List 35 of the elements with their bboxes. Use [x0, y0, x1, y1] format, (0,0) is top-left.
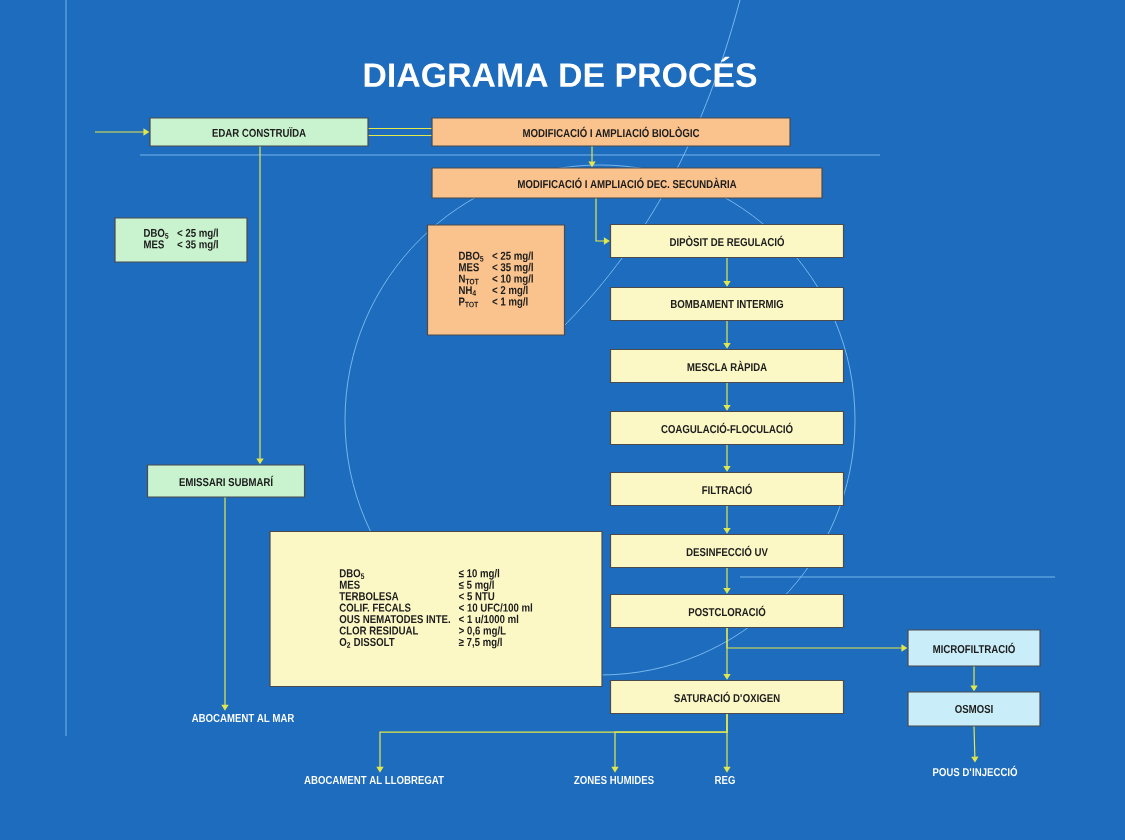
outlet-label: ZONES HUMIDES — [574, 775, 654, 785]
process-box: BOMBAMENT INTERMIG — [609, 286, 845, 322]
process-box: OSMOSI — [907, 691, 1041, 727]
arrow — [723, 444, 731, 472]
process-box: MESCLA RÀPIDA — [609, 348, 845, 384]
connector-line — [368, 127, 432, 130]
process-box: EDAR CONSTRUÏDA — [149, 117, 369, 147]
arrow — [723, 257, 731, 287]
quality-table: DBO$_{5}$ < 25 mg/l MES < 35 mg/l — [114, 217, 248, 263]
arrow — [723, 713, 731, 773]
quality-table: DBO$_{5}$ ≤ 10 mg/l MES ≤ 5 mg/l TERBOLESA < 5 NTU COLIF. FECALS < 10 UFC/100 ml OUS NEMATODES INTE. < 1 u/1000 ml CLOR RESIDUAL > 0,6 mg/L O$_{2}$ DISSOLT ≥ 7,5 mg/l — [269, 530, 603, 688]
arrow — [723, 320, 731, 349]
arrow — [723, 567, 731, 594]
process-box: MODIFICACIÓ I AMPLIACIÓ BIOLÒGIC — [431, 117, 791, 147]
process-box: FILTRACIÓ — [609, 471, 845, 507]
connector-line — [368, 134, 432, 137]
process-box: POSTCLORACIÓ — [609, 593, 845, 629]
arrow — [595, 198, 610, 245]
process-box: SATURACIÓ D'OXIGEN — [609, 679, 845, 715]
process-box: MODIFICACIÓ I AMPLIACIÓ DEC. SECUNDÀRIA — [431, 167, 823, 199]
process-box: DIPÒSIT DE REGULACIÓ — [609, 223, 845, 259]
process-box: MICROFILTRACIÓ — [907, 629, 1041, 667]
outlet-label: ABOCAMENT AL MAR — [191, 713, 295, 723]
process-box: EMISSARI SUBMARÍ — [146, 464, 306, 498]
title: DIAGRAMA DE PROCÉS — [364, 56, 757, 88]
arrow — [723, 505, 731, 534]
arrow — [723, 382, 731, 411]
quality-table: DBO$_{5}$ < 25 mg/l MES < 35 mg/l N$_{TOT}$ < 10 mg/l NH$_{4}$ < 2 mg/l P$_{TOT}$ < 1 mg/l — [426, 224, 566, 336]
outlet-label: POUS D'INJECCIÓ — [933, 765, 1018, 777]
process-box: DESINFECCIÓ UV — [609, 533, 845, 569]
outlet-label: ABOCAMENT AL LLOBREGAT — [304, 775, 444, 785]
arrow — [221, 497, 229, 711]
outlet-label: REG — [715, 775, 735, 785]
process-box: COAGULACIÓ-FLOCULACIÓ — [609, 410, 845, 446]
arrow — [971, 726, 979, 763]
